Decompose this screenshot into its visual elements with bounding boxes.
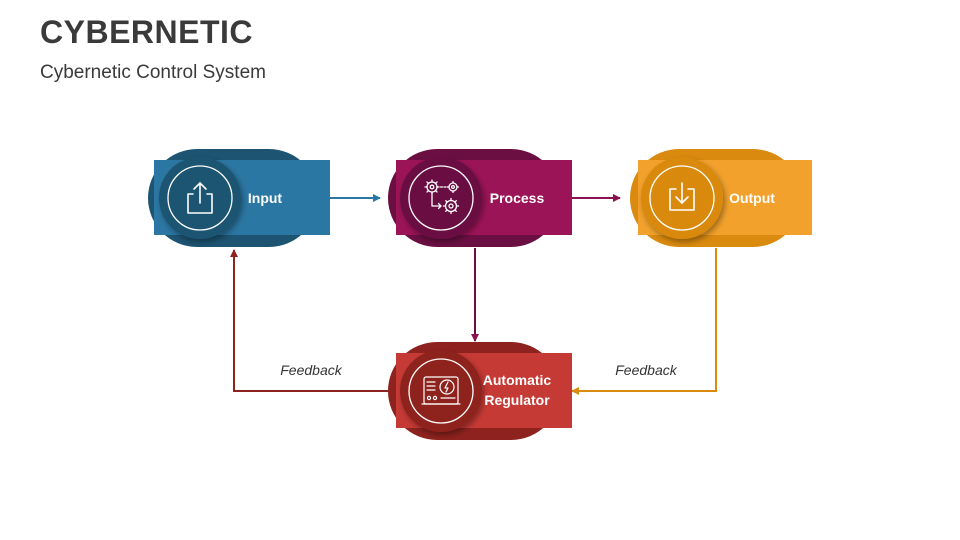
feedback-label-left: Feedback [280, 362, 342, 378]
arrow-output-feedback [571, 248, 717, 395]
node-output: Output [630, 149, 812, 247]
node-regulator-label-line1: Automatic [483, 372, 552, 388]
gears-process-icon [424, 179, 460, 215]
download-icon [669, 182, 695, 211]
node-input-label: Input [248, 190, 283, 206]
page-title: CYBERNETIC [40, 14, 254, 50]
node-process: Process [388, 149, 572, 247]
node-process-label: Process [490, 190, 545, 206]
regulator-device-icon [421, 376, 461, 405]
node-output-label: Output [729, 190, 775, 206]
arrow-regulator-feedback [230, 249, 390, 392]
upload-icon [187, 182, 213, 214]
node-regulator-label-line2: Regulator [484, 392, 550, 408]
page-subtitle: Cybernetic Control System [40, 62, 266, 83]
feedback-label-right: Feedback [615, 362, 677, 378]
node-input: Input [148, 149, 330, 247]
node-regulator: Automatic Regulator [388, 342, 572, 440]
